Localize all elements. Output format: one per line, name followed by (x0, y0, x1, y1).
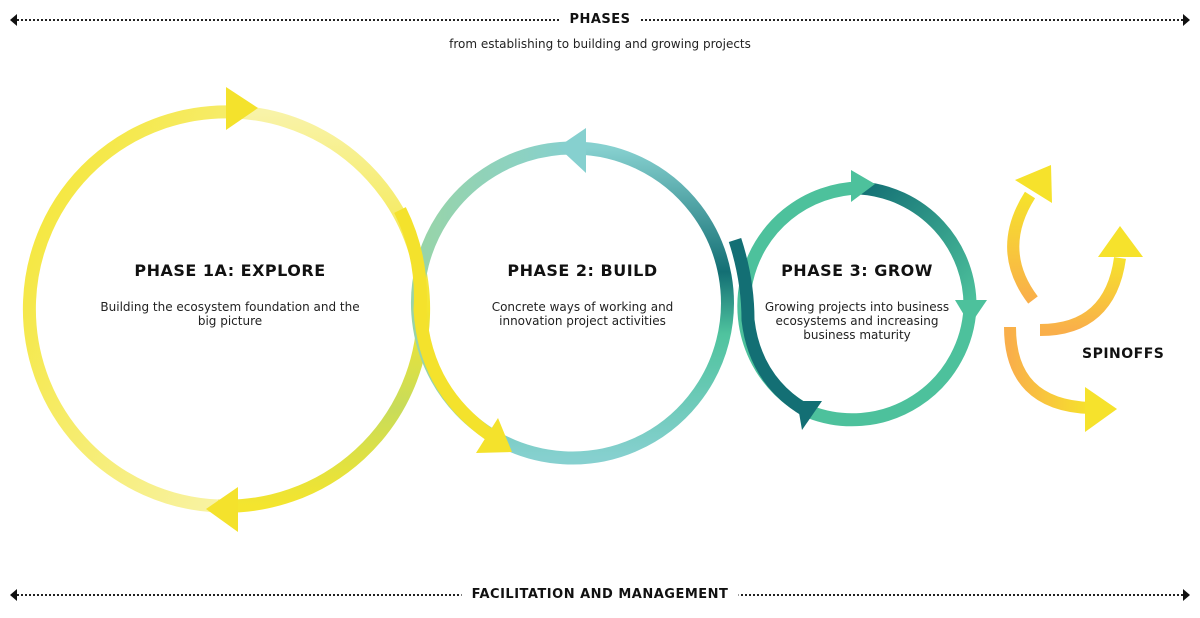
phase2-crossover-arc (728, 237, 809, 416)
spinoff-arc-2 (1039, 257, 1126, 336)
phase3-arc-topright (859, 181, 977, 309)
spinoffs-label: SPINOFFS (1082, 346, 1165, 362)
phase1-crossover-arc (394, 207, 494, 441)
spinoff-arrows (1004, 165, 1143, 432)
facilitation-timeline-footer: FACILITATION AND MANAGEMENT (10, 585, 1190, 605)
phase3-title: PHASE 3: GROW (781, 261, 933, 280)
phase3-arc-bottom (807, 307, 977, 427)
spinoff-arc-3 (1004, 326, 1091, 414)
phases-label: PHASES (559, 10, 641, 30)
phase3-description: Growing projects into business ecosystem… (764, 300, 950, 342)
phase1-to-phase2-arrow-icon (476, 418, 512, 453)
phase1-title: PHASE 1A: EXPLORE (134, 261, 326, 280)
arrow-left-icon (10, 589, 17, 601)
phase2-arrow-top-icon (558, 128, 586, 173)
phase1-text: PHASE 1A: EXPLORE Building the ecosystem… (100, 261, 360, 328)
phase1-arrow-top-icon (226, 87, 258, 130)
phase2-to-phase3-arrow-icon (797, 401, 822, 430)
arrow-right-icon (1183, 589, 1190, 601)
phases-subtitle: from establishing to building and growin… (449, 37, 751, 51)
spinoff-arc-1 (1007, 191, 1038, 304)
phase1-arc-left (22, 105, 236, 513)
phase2-arc-right (496, 141, 734, 465)
spinoff-arrow-2-icon (1098, 226, 1143, 257)
phase2-text: PHASE 2: BUILD Concrete ways of working … (470, 261, 695, 328)
facilitation-label: FACILITATION AND MANAGEMENT (461, 585, 739, 605)
phases-timeline-header: PHASES (10, 10, 1190, 30)
arrow-right-icon (1183, 14, 1190, 26)
phase3-text: PHASE 3: GROW Growing projects into busi… (762, 261, 952, 342)
phase1-description: Building the ecosystem foundation and th… (100, 300, 360, 328)
spinoff-arrow-1-icon (1015, 165, 1052, 203)
phase1-arrow-bottom-icon (206, 487, 238, 532)
phase2-title: PHASE 2: BUILD (507, 261, 658, 280)
spinoff-arrow-3-icon (1085, 387, 1117, 432)
phase2-description: Concrete ways of working and innovation … (491, 300, 674, 328)
phase3-arrow-right-icon (955, 300, 987, 325)
phase3-arrow-top-icon (851, 170, 875, 202)
arrow-left-icon (10, 14, 17, 26)
